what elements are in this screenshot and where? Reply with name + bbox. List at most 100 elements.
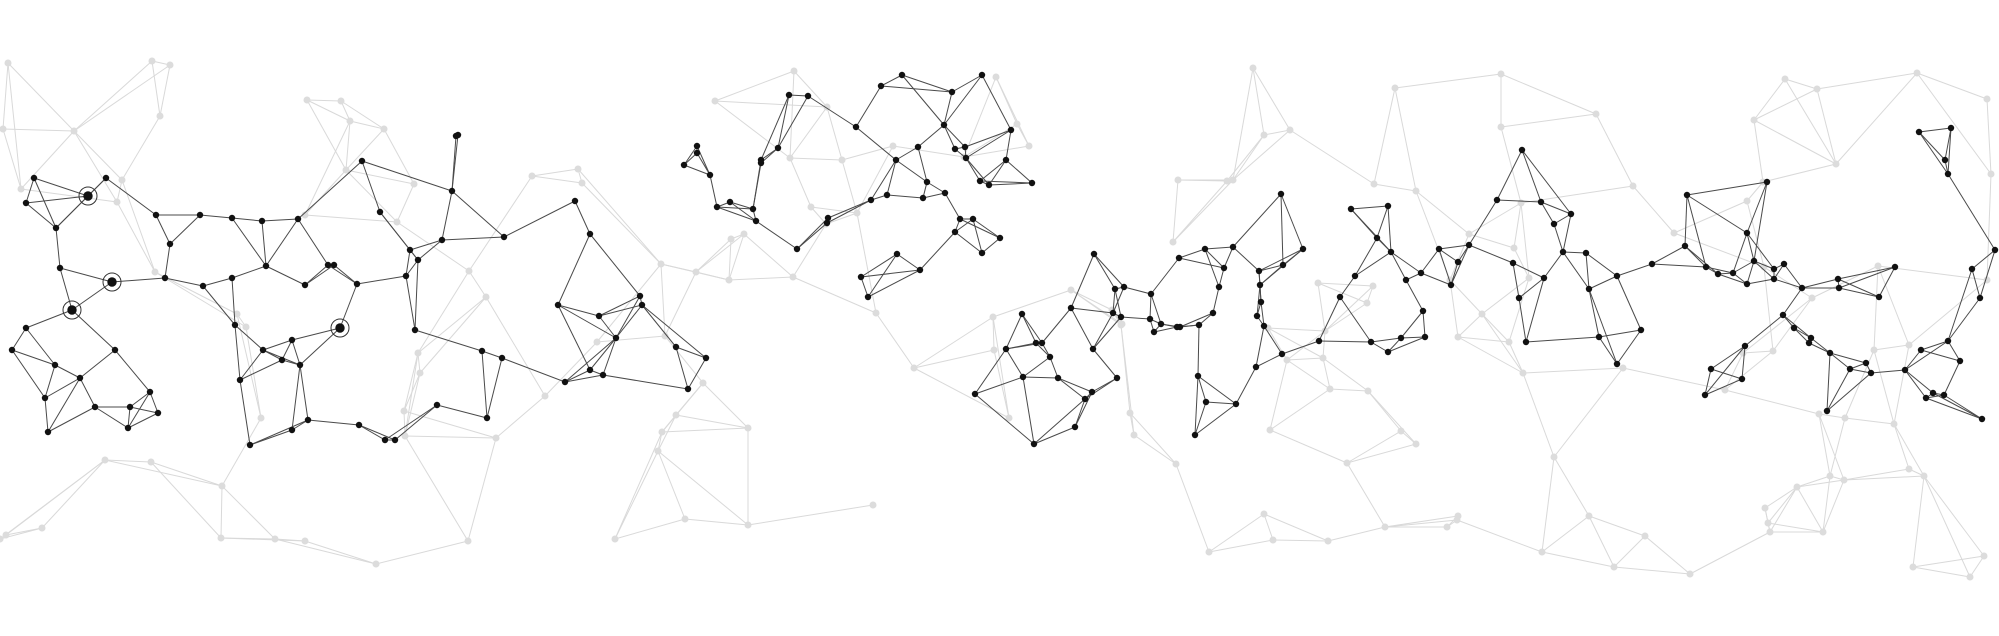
foreground-node bbox=[83, 191, 93, 201]
background-edge bbox=[221, 417, 262, 487]
foreground-edge bbox=[1041, 307, 1072, 344]
background-edge bbox=[7, 62, 75, 132]
background-node bbox=[1909, 563, 1917, 571]
foreground-node bbox=[154, 409, 162, 417]
foreground-node bbox=[599, 371, 607, 379]
foreground-edge bbox=[1438, 248, 1459, 263]
foreground-edge bbox=[1255, 325, 1265, 368]
foreground-edge bbox=[1197, 375, 1237, 405]
background-edge bbox=[1508, 341, 1524, 374]
foreground-edge bbox=[1057, 377, 1093, 393]
background-edge bbox=[1449, 279, 1459, 338]
foreground-node bbox=[595, 312, 603, 320]
foreground-node bbox=[1585, 285, 1593, 293]
foreground-node bbox=[1976, 294, 1984, 302]
background-edge bbox=[1613, 535, 1646, 568]
background-node bbox=[1983, 95, 1991, 103]
foreground-node bbox=[1798, 284, 1806, 292]
background-edge bbox=[1269, 429, 1348, 464]
foreground-node bbox=[391, 436, 399, 444]
background-node bbox=[1465, 230, 1473, 238]
foreground-node bbox=[1232, 400, 1240, 408]
background-edge bbox=[1553, 367, 1624, 458]
background-edge bbox=[1742, 297, 1813, 354]
background-node bbox=[838, 156, 846, 164]
background-node bbox=[1510, 244, 1518, 252]
foreground-edge bbox=[1153, 326, 1178, 333]
foreground-edge bbox=[1521, 149, 1572, 215]
foreground-edge bbox=[564, 369, 591, 383]
background-node bbox=[1169, 238, 1177, 246]
background-edge bbox=[403, 410, 497, 439]
background-edge bbox=[1822, 479, 1845, 533]
background-edge bbox=[274, 538, 377, 565]
foreground-node bbox=[414, 256, 422, 264]
background-node bbox=[1126, 409, 1134, 417]
background-node bbox=[1525, 274, 1533, 282]
background-edge bbox=[1541, 456, 1555, 553]
background-node bbox=[148, 57, 156, 65]
foreground-edge bbox=[1450, 261, 1459, 286]
foreground-edge bbox=[1070, 307, 1094, 350]
foreground-node bbox=[1220, 264, 1228, 272]
foreground-node bbox=[41, 394, 49, 402]
foreground-edge bbox=[11, 327, 27, 351]
foreground-node bbox=[236, 376, 244, 384]
background-node bbox=[1585, 512, 1593, 520]
background-node bbox=[38, 524, 46, 532]
background-node bbox=[869, 501, 877, 509]
background-edge bbox=[1818, 413, 1846, 419]
foreground-node bbox=[978, 71, 986, 79]
background-node bbox=[872, 309, 880, 317]
foreground-node bbox=[1089, 345, 1097, 353]
foreground-edge bbox=[972, 218, 1001, 239]
background-edge bbox=[1226, 134, 1265, 182]
background-node bbox=[992, 73, 1000, 81]
background-node bbox=[372, 560, 380, 568]
foreground-node bbox=[91, 403, 99, 411]
background-edge bbox=[1346, 443, 1417, 464]
foreground-edge bbox=[1057, 377, 1086, 400]
foreground-edge bbox=[919, 231, 956, 271]
foreground-edge bbox=[1005, 313, 1023, 350]
foreground-edge bbox=[860, 276, 869, 298]
foreground-edge bbox=[729, 201, 757, 222]
foreground-edge bbox=[358, 424, 386, 441]
foreground-node bbox=[1120, 283, 1128, 291]
foreground-edge bbox=[481, 350, 503, 359]
background-edge bbox=[306, 99, 342, 102]
background-edge bbox=[963, 76, 997, 158]
foreground-edge bbox=[55, 177, 107, 229]
foreground-edge bbox=[1112, 286, 1125, 314]
foreground-edge bbox=[1194, 375, 1199, 436]
background-edge bbox=[531, 168, 579, 177]
foreground-node bbox=[278, 356, 286, 364]
foreground-node bbox=[951, 228, 959, 236]
background-edge bbox=[304, 214, 398, 223]
foreground-edge bbox=[557, 304, 600, 317]
background-edge bbox=[1513, 202, 1522, 249]
background-edge bbox=[1893, 423, 1925, 477]
background-node bbox=[1686, 570, 1694, 578]
foreground-node bbox=[1257, 298, 1265, 306]
foreground-edge bbox=[1420, 248, 1440, 274]
foreground-edge bbox=[1376, 205, 1389, 239]
foreground-edge bbox=[886, 194, 924, 199]
foreground-edge bbox=[1232, 193, 1282, 248]
background-edge bbox=[841, 159, 858, 214]
foreground-edge bbox=[304, 264, 335, 286]
background-node bbox=[218, 482, 226, 490]
background-edge bbox=[1457, 313, 1483, 338]
background-edge bbox=[892, 145, 965, 158]
foreground-edge bbox=[974, 393, 1035, 445]
foreground-edge bbox=[1947, 127, 1952, 175]
background-node bbox=[416, 369, 424, 377]
background-node bbox=[790, 67, 798, 75]
foreground-edge bbox=[1092, 316, 1122, 350]
foreground-edge bbox=[867, 253, 898, 298]
background-edge bbox=[468, 175, 533, 272]
foreground-edge bbox=[356, 275, 407, 285]
foreground-edge bbox=[1400, 336, 1426, 339]
foreground-edge bbox=[25, 309, 73, 329]
foreground-node bbox=[1763, 178, 1771, 186]
